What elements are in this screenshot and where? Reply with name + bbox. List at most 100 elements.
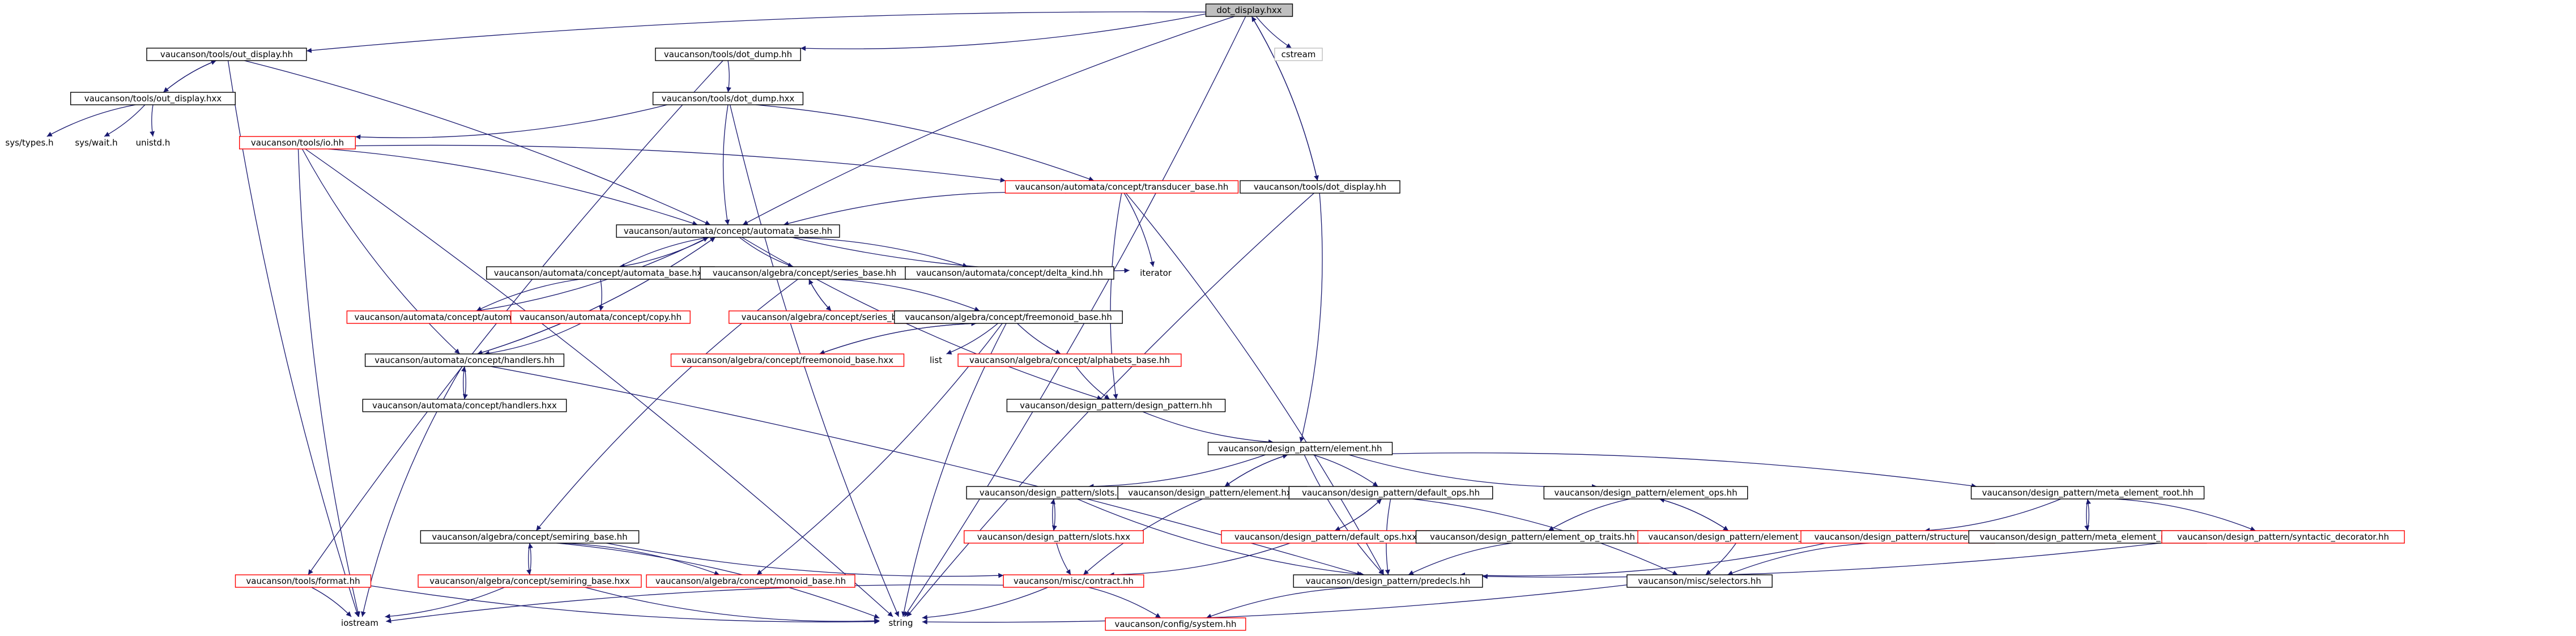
node-box <box>1240 180 1400 194</box>
node-label: vaucanson/design_pattern/element_op_trai… <box>1430 532 1635 543</box>
edge-default-ops-hxx-to-contract-hh <box>1109 543 1291 578</box>
node-syntactic-decorator-hh[interactable]: vaucanson/design_pattern/syntactic_decor… <box>2161 530 2405 544</box>
node-iostream[interactable]: iostream <box>334 617 386 629</box>
dependency-edges <box>46 11 2256 625</box>
edge-automata-base-hh-to-series-base-hh <box>739 237 794 268</box>
node-semiring-base-hxx[interactable]: vaucanson/algebra/concept/semiring_base.… <box>418 574 642 588</box>
node-box <box>364 353 565 367</box>
node-design-pattern-hh[interactable]: vaucanson/design_pattern/design_pattern.… <box>1006 399 1226 412</box>
node-box <box>1627 574 1773 588</box>
edge-element-ops-hxx-to-selectors-hh <box>1705 543 1736 575</box>
node-series-base-hh[interactable]: vaucanson/algebra/concept/series_base.hh <box>700 266 909 280</box>
node-label: vaucanson/automata/concept/automata_base… <box>494 268 708 279</box>
edge-element-op-traits-hh-to-predecls-hh <box>1408 543 1513 575</box>
node-semiring-base-hh[interactable]: vaucanson/algebra/concept/semiring_base.… <box>420 530 640 544</box>
node-meta-element-root-hxx[interactable]: vaucanson/design_pattern/meta_element_ro… <box>1968 530 2207 544</box>
node-meta-element-root-hh[interactable]: vaucanson/design_pattern/meta_element_ro… <box>1970 486 2205 500</box>
node-label: vaucanson/algebra/concept/semiring_base.… <box>429 576 630 587</box>
node-freemonoid-base-hh[interactable]: vaucanson/algebra/concept/freemonoid_bas… <box>894 310 1123 324</box>
node-list[interactable]: list <box>919 354 952 366</box>
node-automata-base-hh[interactable]: vaucanson/automata/concept/automata_base… <box>616 224 840 238</box>
node-config-system-hh[interactable]: vaucanson/config/system.hh <box>1105 617 1246 631</box>
node-series-base-hxx[interactable]: vaucanson/algebra/concept/series_base.hx… <box>728 310 943 324</box>
edge-tools-out-display-hh-to-automata-base-hh <box>244 60 711 225</box>
node-label: vaucanson/automata/concept/delta_kind.hh <box>916 268 1103 279</box>
node-predecls-hh[interactable]: vaucanson/design_pattern/predecls.hh <box>1293 574 1483 588</box>
edge-predecls-hh-to-config-system-hh <box>1206 587 1357 619</box>
edge-contract-hh-to-config-system-hh <box>1088 587 1161 618</box>
edge-tools-io-hh-to-automata-base-hh <box>327 148 698 226</box>
node-transducer-base-hh[interactable]: vaucanson/automata/concept/transducer_ba… <box>1004 180 1239 194</box>
node-structure-hh[interactable]: vaucanson/design_pattern/structure.hh <box>1800 530 1995 544</box>
node-delta-kind-hh[interactable]: vaucanson/automata/concept/delta_kind.hh <box>905 266 1114 280</box>
node-cstream[interactable]: cstream <box>1274 48 1323 61</box>
node-element-ops-hh[interactable]: vaucanson/design_pattern/element_ops.hh <box>1543 486 1748 500</box>
node-label: vaucanson/algebra/concept/semiring_base.… <box>432 532 627 543</box>
node-label: vaucanson/design_pattern/meta_element_ro… <box>1979 532 2195 543</box>
node-sys-types[interactable]: sys/types.h <box>0 136 63 149</box>
edge-tools-out-display-hxx-to-sys-wait <box>104 104 146 137</box>
node-label: dot_display.hxx <box>1216 5 1281 16</box>
node-tools-out-display-hh[interactable]: vaucanson/tools/out_display.hh <box>146 48 307 61</box>
node-tools-format-hh[interactable]: vaucanson/tools/format.hh <box>235 574 372 588</box>
node-tools-dot-display-hh[interactable]: vaucanson/tools/dot_display.hh <box>1240 180 1400 194</box>
edge-freemonoid-base-hh-to-string <box>901 323 1007 617</box>
node-element-op-traits-hh[interactable]: vaucanson/design_pattern/element_op_trai… <box>1415 530 1650 544</box>
node-freemonoid-base-hxx[interactable]: vaucanson/algebra/concept/freemonoid_bas… <box>670 353 905 367</box>
edge-tools-dot-display-hh-to-dot-display-hxx <box>1251 16 1318 181</box>
node-label: vaucanson/design_pattern/design_pattern.… <box>1020 400 1212 411</box>
node-tools-out-display-hxx[interactable]: vaucanson/tools/out_display.hxx <box>70 92 236 105</box>
node-tools-dot-dump-hh[interactable]: vaucanson/tools/dot_dump.hh <box>655 48 801 61</box>
node-string[interactable]: string <box>879 617 922 629</box>
node-slots-hh[interactable]: vaucanson/design_pattern/slots.hh <box>966 486 1142 500</box>
node-box <box>905 266 1114 280</box>
node-automata-base-hxx[interactable]: vaucanson/automata/concept/automata_base… <box>486 266 715 280</box>
node-unistd[interactable]: unistd.h <box>127 136 180 149</box>
node-box <box>964 530 1144 544</box>
edge-freemonoid-base-hh-to-list <box>946 323 998 355</box>
node-label: vaucanson/algebra/concept/series_base.hh <box>713 268 896 279</box>
edge-handlers-hh-to-predecls-hh <box>490 366 1362 576</box>
edge-series-base-hxx-to-series-base-hh <box>808 279 832 311</box>
node-default-ops-hxx[interactable]: vaucanson/design_pattern/default_ops.hxx <box>1221 530 1430 544</box>
node-handlers-hh[interactable]: vaucanson/automata/concept/handlers.hh <box>364 353 565 367</box>
edge-copy-hh-to-handlers-hh <box>484 323 581 356</box>
node-monoid-base-hh[interactable]: vaucanson/algebra/concept/monoid_base.hh <box>646 574 855 588</box>
node-contract-hh[interactable]: vaucanson/misc/contract.hh <box>1003 574 1144 588</box>
node-element-hh[interactable]: vaucanson/design_pattern/element.hh <box>1207 442 1393 455</box>
edge-selectors-hh-to-string <box>922 584 1627 625</box>
node-sys-wait[interactable]: sys/wait.h <box>65 136 127 149</box>
node-label: sys/types.h <box>5 138 53 148</box>
node-box <box>646 574 855 588</box>
node-default-ops-hh[interactable]: vaucanson/design_pattern/default_ops.hh <box>1288 486 1493 500</box>
node-box <box>957 353 1182 367</box>
node-box <box>670 353 905 367</box>
node-copy-hh[interactable]: vaucanson/automata/concept/copy.hh <box>510 310 691 324</box>
edge-freemonoid-base-hh-to-alphabets-base-hh <box>1017 323 1061 355</box>
node-box <box>1205 3 1293 17</box>
node-box <box>655 48 801 61</box>
node-slots-hxx[interactable]: vaucanson/design_pattern/slots.hxx <box>964 530 1144 544</box>
node-label: unistd.h <box>136 138 171 148</box>
node-dot-display-hxx[interactable]: dot_display.hxx <box>1205 3 1293 17</box>
node-label: vaucanson/automata/concept/handlers.hxx <box>372 400 557 411</box>
dependency-nodes: dot_display.hxx vaucanson/tools/out_displ… <box>0 3 2405 631</box>
edge-tools-io-hh-to-transducer-base-hh <box>355 144 1006 183</box>
node-tools-io-hh[interactable]: vaucanson/tools/io.hh <box>239 136 356 150</box>
edge-slots-hxx-to-contract-hh <box>1056 543 1071 575</box>
edge-element-hh-to-default-ops-hh <box>1313 454 1378 487</box>
node-label: string <box>888 618 913 628</box>
edge-dot-display-hxx-to-tools-dot-dump-hh <box>801 13 1206 51</box>
node-label: iterator <box>1140 268 1172 278</box>
node-label: vaucanson/tools/format.hh <box>246 576 360 586</box>
edge-syntactic-decorator-hh-to-predecls-hh <box>1482 542 2162 579</box>
edge-structure-hh-to-predecls-hh <box>1459 543 1826 578</box>
node-element-ops-hxx[interactable]: vaucanson/design_pattern/element_ops.hxx <box>1637 530 1847 544</box>
node-element-hxx[interactable]: vaucanson/design_pattern/element.hxx <box>1117 486 1308 500</box>
node-tools-dot-dump-hxx[interactable]: vaucanson/tools/dot_dump.hxx <box>652 92 804 105</box>
node-iterator[interactable]: iterator <box>1130 267 1182 279</box>
edge-element-hxx-to-element-hh <box>1224 454 1288 487</box>
node-handlers-hxx[interactable]: vaucanson/automata/concept/handlers.hxx <box>362 399 567 412</box>
node-selectors-hh[interactable]: vaucanson/misc/selectors.hh <box>1627 574 1773 588</box>
node-alphabets-base-hh[interactable]: vaucanson/algebra/concept/alphabets_base… <box>957 353 1182 367</box>
